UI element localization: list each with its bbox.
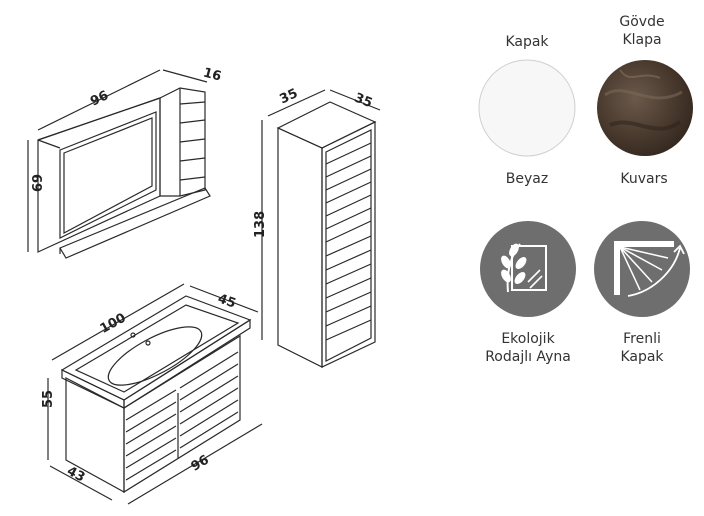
quartz-swatch xyxy=(597,60,693,156)
ekolojik-label: Ekolojik Rodajlı Ayna xyxy=(468,330,588,366)
beyaz-label: Beyaz xyxy=(505,171,549,187)
leaf-mirror-icon xyxy=(480,221,576,317)
govde-label-line1: Gövde xyxy=(619,14,665,30)
mirror-height-dimension: 69 xyxy=(31,174,46,192)
basin-depth-dimension: 45 xyxy=(216,291,238,311)
tall-cabinet-drawing xyxy=(261,89,381,368)
mirror-width-dimension: 96 xyxy=(88,88,111,109)
frenli-label-line1: Frenli xyxy=(623,331,661,347)
soft-close-door-icon xyxy=(594,221,690,317)
govde-label: Gövde Klapa xyxy=(582,13,702,49)
mirror-depth-dimension: 16 xyxy=(201,65,222,84)
cabinet-height-dimension: 55 xyxy=(41,390,56,408)
tall-height-dimension: 138 xyxy=(253,211,268,238)
ekolojik-label-line1: Ekolojik xyxy=(501,331,555,347)
cabinet-depth-dimension: 43 xyxy=(64,464,87,486)
kuvars-label: Kuvars xyxy=(620,171,668,187)
tall-depth-dimension: 35 xyxy=(352,91,374,112)
white-swatch xyxy=(478,59,576,157)
frenli-label-line2: Kapak xyxy=(620,349,664,365)
tall-width-dimension: 35 xyxy=(278,86,301,107)
frenli-label: Frenli Kapak xyxy=(582,330,702,366)
mirror-cabinet-drawing xyxy=(27,69,211,259)
govde-label-line2: Klapa xyxy=(622,32,662,48)
kapak-label: Kapak xyxy=(505,34,549,50)
vanity-cabinet-drawing xyxy=(47,283,263,505)
ekolojik-label-line2: Rodajlı Ayna xyxy=(485,349,571,365)
